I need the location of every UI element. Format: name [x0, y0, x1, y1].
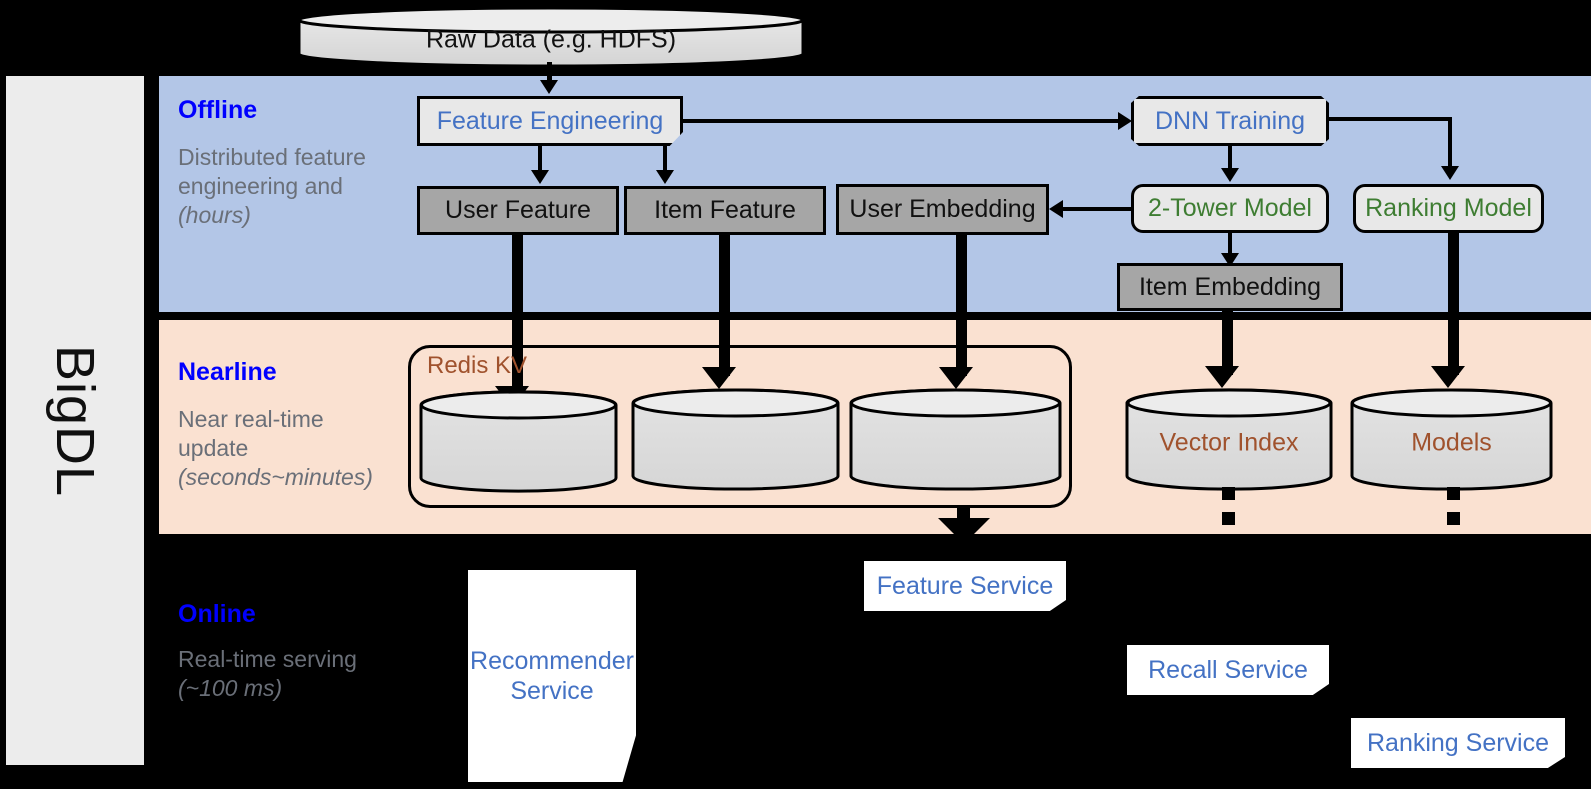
feature-engineering-node[interactable]: Feature Engineering: [417, 96, 683, 146]
redis-kv-container: [408, 345, 1072, 508]
flow-itemembedding-arrow: [1205, 366, 1239, 388]
conn-vectorindex-recall-stub1: [1222, 487, 1235, 500]
feature-service-node[interactable]: Feature Service: [864, 561, 1066, 611]
item-feature-node[interactable]: Item Feature: [624, 186, 826, 235]
models-label: Models: [1411, 427, 1492, 456]
raw-data-cylinder: Raw Data (e.g. HDFS): [296, 6, 806, 68]
conn-twotower-userembedding: [1062, 207, 1132, 211]
conn-twotower-itemembedding: [1228, 233, 1232, 259]
online-subtitle: Real-time serving (~100 ms): [178, 646, 357, 701]
conn-fe-dnn-arrow: [1118, 112, 1132, 130]
offline-subtitle: Distributed feature engineering and (hou…: [178, 144, 366, 228]
conn-dnn-twotower-arrow: [1221, 168, 1239, 182]
flow-itemfeature: [719, 235, 730, 376]
conn-dnn-twotower: [1228, 146, 1232, 172]
flow-rankingmodel: [1448, 233, 1459, 375]
recall-service-node[interactable]: Recall Service: [1127, 645, 1329, 695]
conn-models-ranking-stub2: [1447, 512, 1460, 525]
flow-userembedding: [956, 235, 967, 376]
item-embedding-node[interactable]: Item Embedding: [1117, 263, 1343, 311]
recommender-service-node[interactable]: Recommender Service: [468, 570, 636, 782]
kv-store-3-cylinder[interactable]: [848, 387, 1063, 492]
flow-userfeature: [512, 235, 523, 395]
conn-redis-featureservice-arrow: [938, 518, 990, 544]
conn-dnn-ranking-arrow: [1441, 166, 1459, 180]
flow-userembedding-arrow: [939, 367, 973, 389]
recommender-service-label: Recommender Service: [470, 647, 634, 705]
kv-store-2-cylinder[interactable]: [630, 387, 841, 492]
conn-rawdata-fe-arrow: [540, 80, 558, 94]
bigdl-label: BigDL: [45, 344, 105, 497]
conn-dnn-ranking-h: [1329, 117, 1452, 121]
ranking-service-label: Ranking Service: [1366, 728, 1550, 757]
dnn-training-node[interactable]: DNN Training: [1131, 96, 1329, 146]
conn-twotower-userembedding-arrow: [1049, 200, 1063, 218]
ranking-model-node[interactable]: Ranking Model: [1353, 184, 1544, 233]
conn-models-ranking-stub1: [1447, 487, 1460, 500]
conn-rawdata-fe: [547, 62, 552, 86]
redis-kv-label: Redis KV: [427, 352, 528, 379]
bigdl-rail: BigDL: [6, 76, 144, 765]
user-embedding-node[interactable]: User Embedding: [836, 184, 1049, 235]
models-cylinder[interactable]: Models: [1349, 387, 1554, 492]
conn-fe-dnn: [683, 119, 1123, 123]
vector-index-label: Vector Index: [1159, 427, 1299, 456]
flow-rankingmodel-arrow: [1431, 366, 1465, 388]
flow-itemfeature-arrow: [702, 367, 736, 389]
conn-fe-itemfeature: [663, 146, 667, 174]
vector-index-cylinder[interactable]: Vector Index: [1124, 387, 1334, 492]
conn-fe-itemfeature-arrow: [656, 170, 674, 184]
online-title: Online: [178, 600, 256, 628]
two-tower-model-node[interactable]: 2-Tower Model: [1131, 184, 1329, 233]
ranking-service-node[interactable]: Ranking Service: [1351, 718, 1565, 768]
raw-data-label: Raw Data (e.g. HDFS): [425, 25, 677, 54]
offline-title: Offline: [178, 96, 258, 124]
conn-vectorindex-recall-stub2: [1222, 512, 1235, 525]
conn-fe-userfeature: [538, 146, 542, 174]
nearline-subtitle: Near real-time update (seconds~minutes): [178, 406, 373, 490]
recall-service-label: Recall Service: [1148, 655, 1308, 684]
conn-dnn-ranking-v: [1448, 117, 1452, 170]
nearline-title: Nearline: [178, 358, 277, 386]
flow-itemembedding: [1222, 311, 1233, 375]
kv-store-1-cylinder[interactable]: [418, 389, 619, 494]
user-feature-node[interactable]: User Feature: [417, 186, 619, 235]
conn-redis-featureservice-stub: [957, 508, 970, 521]
feature-service-label: Feature Service: [876, 571, 1054, 600]
conn-fe-userfeature-arrow: [531, 170, 549, 184]
